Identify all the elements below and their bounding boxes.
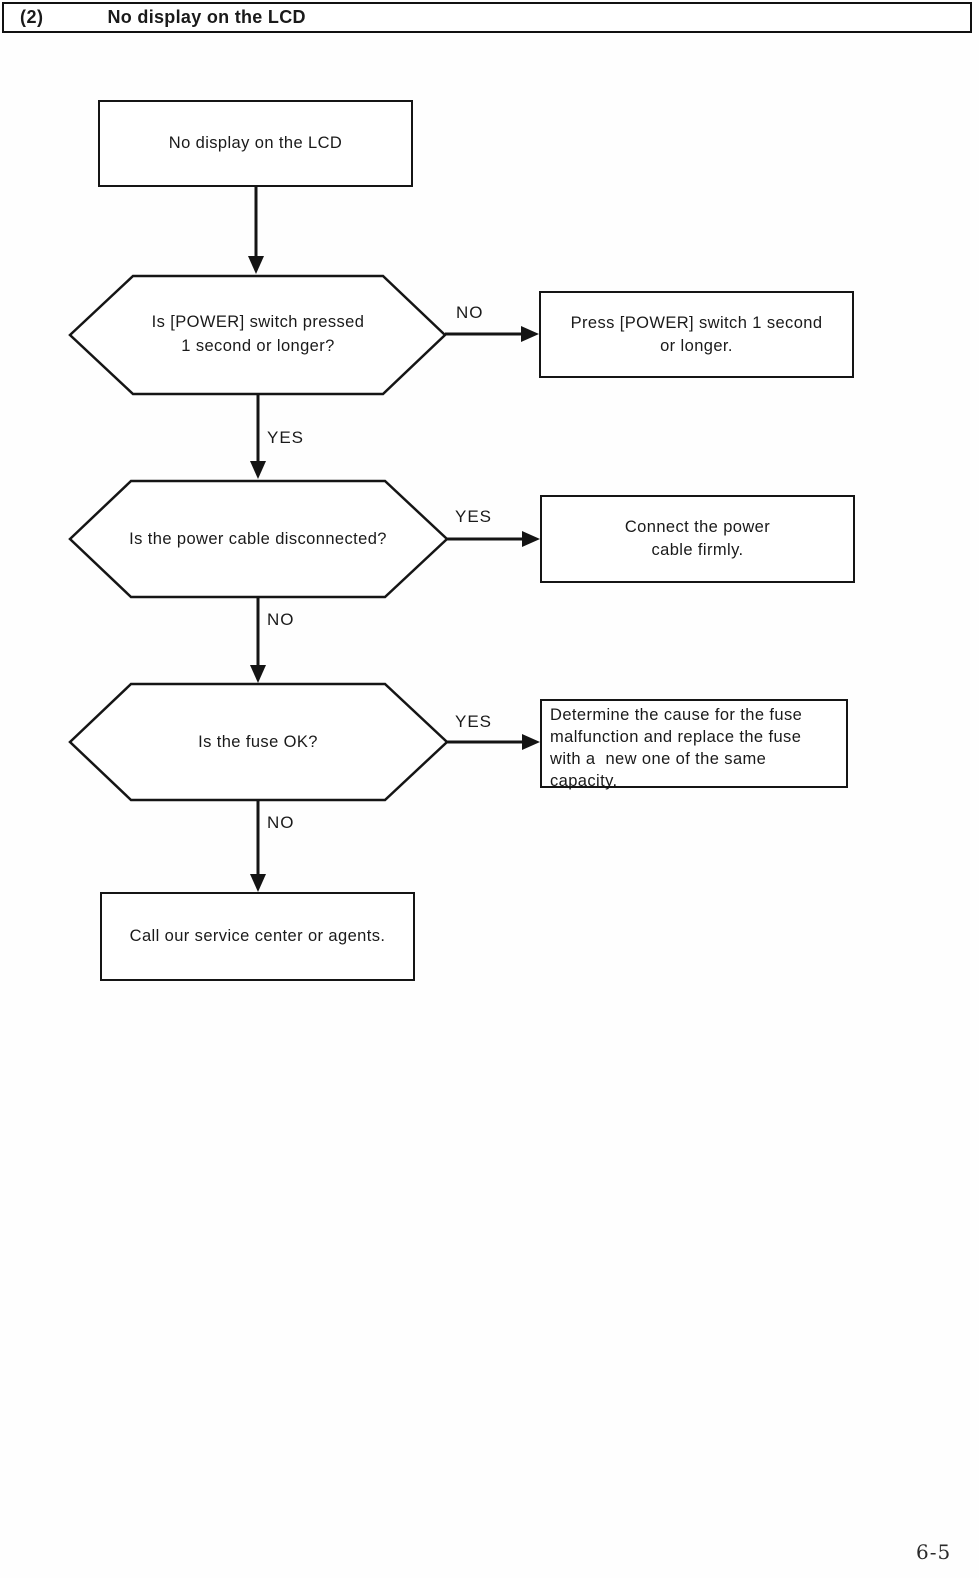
end-box: Call our service center or agents. <box>100 892 415 981</box>
action1-box: Press [POWER] switch 1 second or longer. <box>539 291 854 378</box>
decision1-line1: Is [POWER] switch pressed <box>151 313 365 331</box>
start-box: No display on the LCD <box>98 100 413 187</box>
action2-line1: Connect the power <box>624 518 771 536</box>
decision3-yes-label: YES <box>455 712 493 731</box>
action3-box: Determine the cause for the fuse malfunc… <box>540 699 848 790</box>
arrowhead-down-3 <box>250 665 266 683</box>
start-box-label: No display on the LCD <box>168 134 343 152</box>
decision3-text: Is the fuse OK? <box>99 730 417 754</box>
decision1-no-label: NO <box>456 303 484 322</box>
action3-line3: with a new one of the same <box>550 750 767 768</box>
decision3-line1: Is the fuse OK? <box>198 733 318 751</box>
arrowhead-right-3 <box>522 734 540 750</box>
flowchart-lines <box>68 187 540 892</box>
section-number: (2) <box>20 7 44 27</box>
arrowhead-right-1 <box>521 326 539 342</box>
arrowhead-down-1 <box>248 256 264 274</box>
decision3-no-label: NO <box>267 813 295 832</box>
section-header: (2) No display on the LCD <box>2 2 972 33</box>
page-number: 6-5 <box>916 1540 952 1564</box>
arrowhead-down-4 <box>250 874 266 892</box>
action3-line4: capacity. <box>550 772 618 790</box>
decision2-text: Is the power cable disconnected? <box>99 527 417 551</box>
decision2-no-label: NO <box>267 610 295 629</box>
arrowhead-right-2 <box>522 531 540 547</box>
decision1-text: Is [POWER] switch pressed 1 second or lo… <box>99 310 417 358</box>
action2-box: Connect the power cable firmly. <box>540 495 855 583</box>
action3-line2: malfunction and replace the fuse <box>550 728 802 746</box>
action1-line2: or longer. <box>660 336 733 355</box>
decision2-line1: Is the power cable disconnected? <box>129 530 387 548</box>
action2-line2: cable firmly. <box>651 541 744 559</box>
decision2-yes-label: YES <box>455 507 493 526</box>
decision1-line2: 1 second or longer? <box>181 337 335 355</box>
arrowhead-down-2 <box>250 461 266 479</box>
action1-line1: Press [POWER] switch 1 second <box>570 313 823 332</box>
action3-line1: Determine the cause for the fuse <box>550 706 803 724</box>
section-title: No display on the LCD <box>107 7 306 27</box>
decision1-yes-label: YES <box>267 428 305 447</box>
end-box-label: Call our service center or agents. <box>129 927 386 945</box>
